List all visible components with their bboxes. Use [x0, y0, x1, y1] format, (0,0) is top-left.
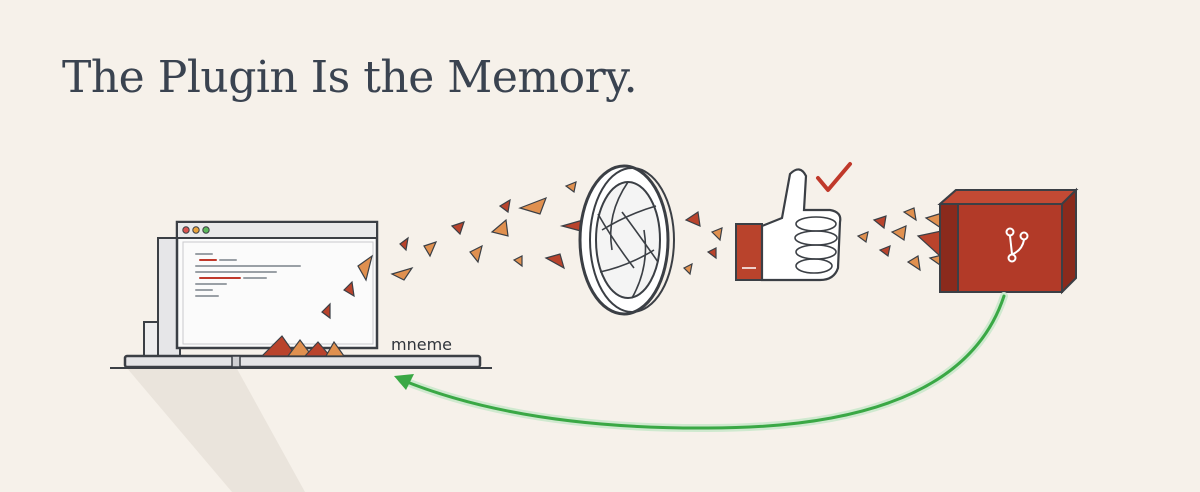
thumbs-up-icon — [735, 168, 842, 282]
laptop-icon — [110, 220, 492, 492]
return-arrow-icon — [394, 292, 1008, 433]
check-mark-icon — [816, 162, 852, 192]
git-branch-icon — [1005, 227, 1029, 263]
red-box-icon — [937, 187, 1079, 295]
laptop-label: mneme — [391, 335, 452, 354]
page-title: The Plugin Is the Memory. — [62, 52, 638, 103]
shutter-aperture-icon — [578, 164, 675, 316]
